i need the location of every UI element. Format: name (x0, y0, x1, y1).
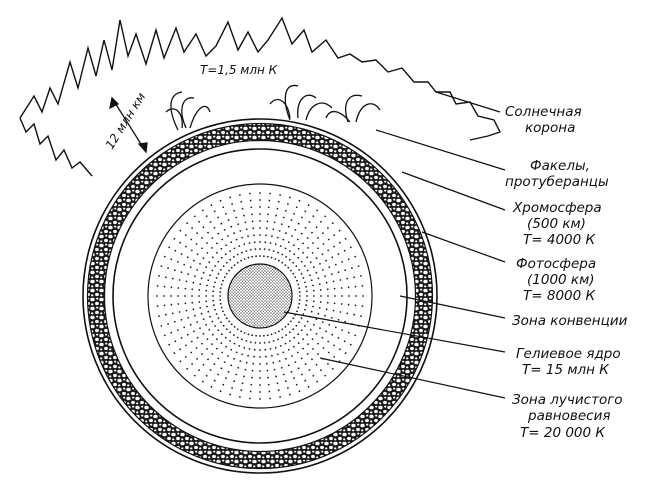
label-radiative-2: равновесия (527, 408, 610, 424)
label-corona-1: Солнечная (505, 104, 582, 120)
label-radiative-3: Т= 20 000 К (520, 425, 606, 441)
label-convection: Зона конвенции (512, 313, 628, 329)
label-core-2: Т= 15 млн К (522, 362, 610, 378)
corona-temperature-label: Т=1,5 млн К (200, 63, 278, 77)
label-flares-2: протуберанцы (505, 174, 609, 190)
label-core-1: Гелиевое ядро (516, 346, 621, 362)
chromosphere-ring (87, 123, 433, 469)
label-chromosphere-2: (500 км) (527, 216, 586, 232)
corona-depth-arrow (109, 96, 148, 154)
label-chromosphere-1: Хромосфера (512, 200, 602, 216)
prominences (165, 84, 381, 131)
label-chromosphere-3: Т= 4000 К (523, 232, 596, 248)
label-photosphere-3: Т= 8000 К (523, 288, 596, 304)
corona-depth-label: 12 млн км (103, 90, 149, 152)
label-radiative-1: Зона лучистого (512, 392, 623, 408)
label-corona-2: корона (525, 120, 575, 136)
helium-core (227, 263, 293, 329)
leader-lines (283, 91, 506, 399)
label-flares-1: Факелы, (530, 158, 590, 174)
label-photosphere-1: Фотосфера (516, 256, 596, 272)
corona-left-edge (19, 117, 93, 177)
label-photosphere-2: (1000 км) (527, 272, 595, 288)
radiative-zone-dots (156, 192, 364, 400)
